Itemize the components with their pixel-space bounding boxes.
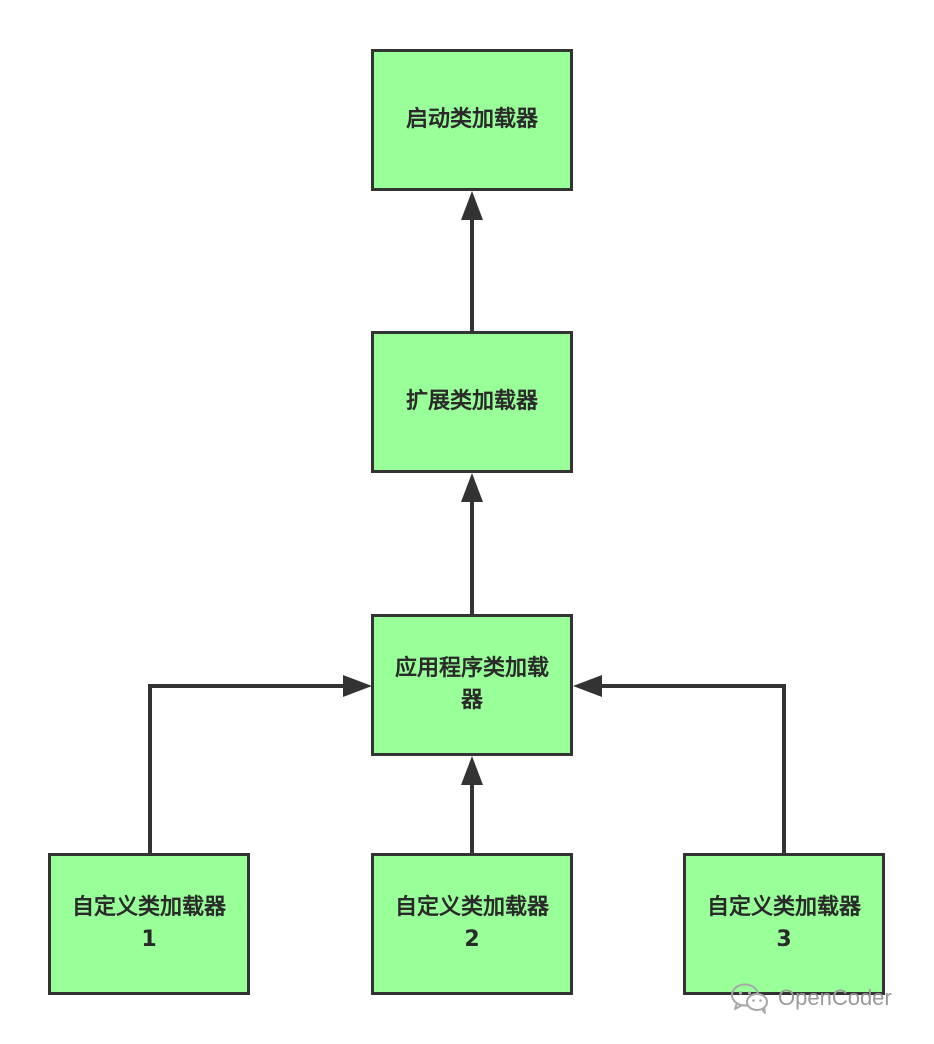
edge-custom3-to-application xyxy=(601,684,786,853)
arrowhead-application-bottom xyxy=(461,756,483,785)
node-label: 自定义类加载器2 xyxy=(394,895,549,952)
node-label: 扩展类加载器 xyxy=(405,389,538,414)
edge-custom1-to-application xyxy=(148,684,345,853)
node-label: 自定义类加载器3 xyxy=(706,895,861,952)
node-bootstrap-class-loader: 启动类加载器 xyxy=(371,49,573,191)
node-extension-class-loader: 扩展类加载器 xyxy=(371,331,573,473)
arrowhead-application-right xyxy=(573,675,602,697)
node-custom-class-loader-2: 自定义类加载器2 xyxy=(371,853,573,995)
node-custom-class-loader-3: 自定义类加载器3 xyxy=(683,853,885,995)
arrowhead-bootstrap xyxy=(461,191,483,220)
node-custom-class-loader-1: 自定义类加载器1 xyxy=(48,853,250,995)
watermark: OpenCoder xyxy=(730,982,892,1014)
node-label: 启动类加载器 xyxy=(405,107,538,132)
node-application-class-loader: 应用程序类加载器 xyxy=(371,614,573,756)
node-label: 自定义类加载器1 xyxy=(71,895,226,952)
arrowhead-extension xyxy=(461,473,483,502)
watermark-text: OpenCoder xyxy=(778,985,892,1010)
node-label: 应用程序类加载器 xyxy=(394,656,549,713)
arrowhead-application-left xyxy=(343,675,372,697)
wechat-icon xyxy=(730,982,770,1014)
